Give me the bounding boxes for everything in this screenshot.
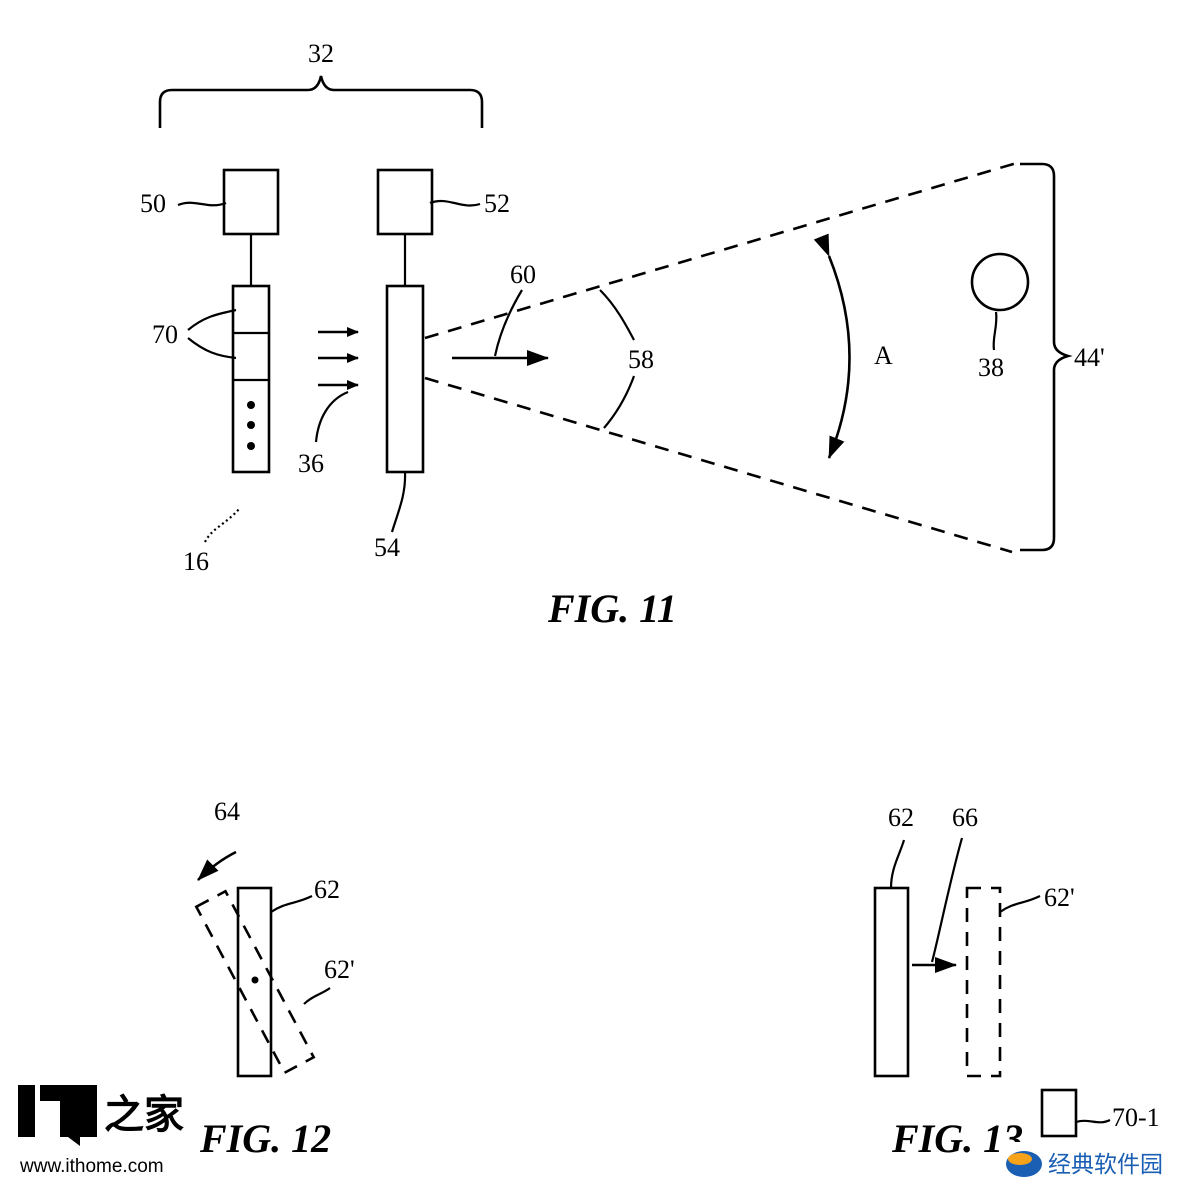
label-52: 52: [484, 189, 510, 218]
box-50: [222, 168, 280, 236]
label-38: 38: [978, 353, 1004, 382]
beam-edge-bottom: [424, 376, 1013, 554]
label-32: 32: [308, 39, 334, 68]
leader-62prime-fig13: [999, 895, 1041, 913]
caption-fig-12: FIG. 12: [199, 1116, 331, 1161]
label-70-1: 70-1: [1112, 1103, 1160, 1132]
leader-66: [930, 837, 964, 963]
label-44prime: 44': [1074, 343, 1105, 372]
element-62-rotated: [194, 889, 316, 1075]
figure-13: 62 66 62' 70-1 FIG. 13: [873, 803, 1160, 1161]
ellipsis-dot-2: [247, 421, 255, 429]
site-watermark: 经典软件园: [1000, 1142, 1186, 1187]
leader-38: [992, 311, 998, 351]
ithome-watermark: 之家 www.ithome.com: [18, 1085, 184, 1177]
leader-62: [270, 895, 313, 913]
label-50: 50: [140, 189, 166, 218]
brace-44prime: [1020, 162, 1073, 552]
target-38: [970, 252, 1030, 312]
label-64: 64: [214, 797, 240, 826]
leader-70-1: [1075, 1118, 1111, 1124]
beam-edge-top: [424, 160, 1021, 340]
leader-62prime: [303, 987, 331, 1005]
site-name: 经典软件园: [1048, 1152, 1163, 1178]
leader-60: [493, 289, 523, 357]
label-62prime-fig13: 62': [1044, 883, 1075, 912]
leader-54: [390, 471, 407, 533]
brace-32: [158, 75, 484, 128]
label-70: 70: [152, 320, 178, 349]
leader-70-a: [187, 308, 237, 331]
box-52: [376, 168, 434, 236]
pivot-dot: [251, 976, 259, 984]
leader-58-top: [599, 289, 635, 341]
ellipsis-dot-1: [247, 401, 255, 409]
label-58: 58: [628, 345, 654, 374]
site-logo-highlight: [1008, 1153, 1032, 1165]
label-A: A: [874, 341, 893, 370]
label-62prime: 62': [324, 955, 355, 984]
sub-emitter-70-1: [1040, 1088, 1078, 1138]
panel-54: [385, 284, 425, 474]
ithome-logo-i: [18, 1085, 35, 1137]
leader-50: [177, 201, 227, 207]
caption-fig-11: FIG. 11: [547, 586, 677, 631]
ithome-logo-glyphs: 之家: [104, 1092, 184, 1138]
figure-11: 32 50 70 16 36 52 54: [140, 39, 1105, 631]
label-66: 66: [952, 803, 978, 832]
label-16: 16: [183, 547, 209, 576]
figure-12: 64 62 62' FIG. 12: [194, 797, 355, 1161]
label-60: 60: [510, 260, 536, 289]
element-62-shifted: [965, 886, 1002, 1078]
leader-16: [204, 507, 241, 543]
rotation-arrow-64: [197, 850, 237, 881]
leader-70-b: [187, 337, 237, 360]
label-62: 62: [314, 875, 340, 904]
leader-52: [429, 199, 481, 207]
leader-62-fig13: [889, 839, 906, 889]
scan-angle-arc: [813, 233, 851, 459]
ellipsis-dot-3: [247, 442, 255, 450]
ithome-logo-t: [40, 1085, 97, 1146]
leader-36: [314, 390, 349, 443]
label-36: 36: [298, 449, 324, 478]
element-62-fig13: [873, 886, 910, 1078]
label-62-fig13: 62: [888, 803, 914, 832]
label-54: 54: [374, 533, 400, 562]
leader-58-bottom: [603, 375, 636, 429]
ithome-url: www.ithome.com: [19, 1156, 164, 1177]
